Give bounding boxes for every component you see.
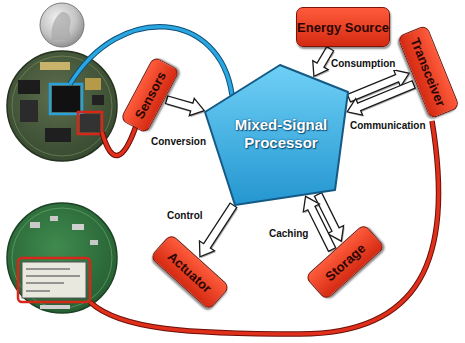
leader-curve	[102, 126, 136, 156]
node-text: Energy Source	[297, 20, 389, 35]
sensor-box: Sensors	[120, 56, 180, 134]
node-text: Actuator	[165, 249, 215, 296]
label-mark	[26, 290, 50, 292]
component	[85, 78, 101, 90]
coin	[40, 3, 84, 47]
label-mark	[26, 282, 64, 284]
label-mark	[26, 275, 80, 277]
component	[30, 222, 40, 228]
processor-chip	[52, 86, 80, 112]
pentagon-shape	[205, 65, 348, 205]
component	[72, 224, 84, 230]
board-ring	[12, 208, 112, 308]
flow-arrow	[166, 96, 205, 116]
edge-label: Communication	[349, 120, 427, 132]
node-text: Mixed-Signal Processor	[221, 116, 341, 152]
radio-chip	[80, 114, 100, 132]
circuit-board	[7, 51, 117, 161]
energy-box: Energy Source	[296, 7, 390, 47]
text-box: Mixed-Signal Processor	[221, 106, 341, 162]
module-label	[22, 262, 86, 298]
leader-outline	[102, 126, 136, 156]
coin-profile	[51, 12, 70, 40]
edge-label: Consumption	[330, 58, 396, 70]
actuator-box: Actuator	[150, 233, 231, 310]
processor-pentagon: Mixed-Signal Processor	[200, 60, 350, 210]
component	[40, 305, 70, 309]
edge-label: Caching	[268, 228, 309, 240]
chip	[45, 128, 71, 142]
transceiver-box: Transceiver	[396, 25, 459, 120]
storage-box: Storage	[305, 223, 386, 300]
flow-arrow	[199, 203, 236, 257]
highlight-box	[50, 84, 82, 114]
chip	[20, 100, 38, 122]
connector	[40, 62, 70, 70]
node-text: Sensors	[131, 69, 168, 121]
component	[50, 216, 58, 221]
component	[92, 95, 104, 105]
component	[90, 240, 98, 245]
board-ring	[12, 56, 112, 156]
edge-label: Conversion	[150, 136, 207, 148]
node-text: Storage	[322, 240, 368, 284]
highlight-box	[78, 112, 102, 134]
flow-arrow	[303, 196, 335, 251]
circuit-board	[7, 203, 117, 313]
highlight-box	[18, 258, 90, 302]
chip	[18, 80, 40, 94]
edge-label: Control	[166, 210, 204, 222]
label-mark	[26, 268, 70, 270]
flow-arrow	[347, 81, 415, 115]
node-text: Transceiver	[408, 36, 449, 109]
